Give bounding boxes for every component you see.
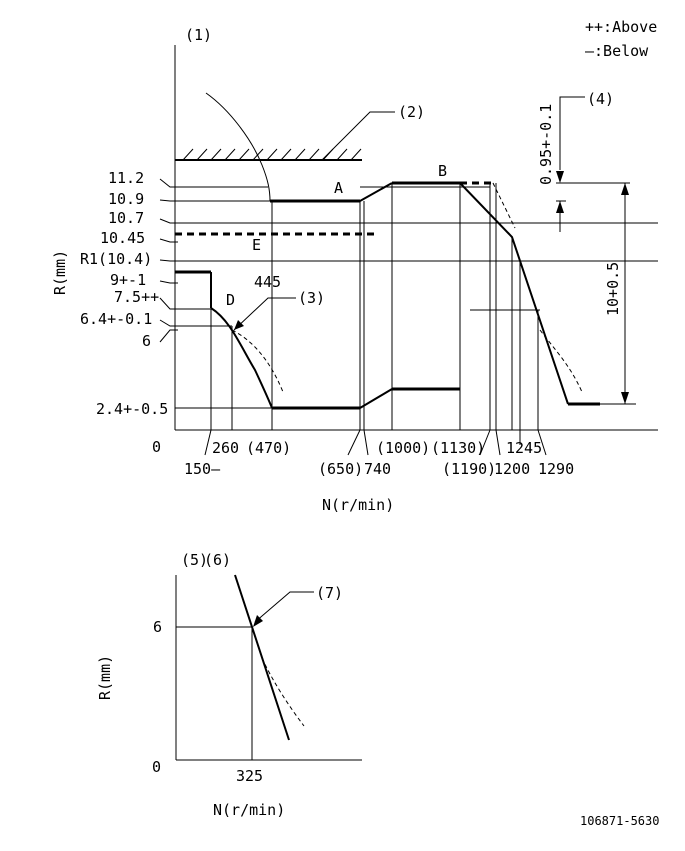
- y-tick-6: 6: [142, 332, 151, 350]
- main-x-ticks: 150— 260 (470) (650) 740 (1000) (1130) (…: [184, 429, 574, 478]
- callout-7-arrow: [253, 615, 263, 627]
- label-445: 445: [254, 273, 281, 291]
- main-y-ticks: 11.2 10.9 10.7 10.45 R1(10.4) 9+-1 7.5++…: [80, 169, 168, 418]
- sub-y-axis-label: R(mm): [96, 655, 114, 700]
- x-tick-740: 740: [364, 460, 391, 478]
- sub-x-axis-label: N(r/min): [213, 801, 285, 819]
- point-e: E: [252, 236, 261, 254]
- y-tick-leaders: [159, 178, 658, 409]
- sub-origin: 0: [152, 758, 161, 776]
- y-tick-11.2: 11.2: [108, 169, 144, 187]
- callout-7-leader: [254, 591, 314, 623]
- x-tick-650: (650): [318, 460, 363, 478]
- drawing-number: 106871-5630: [580, 814, 659, 828]
- sub-droop-line: [234, 574, 290, 741]
- y-tick-10.7: 10.7: [108, 209, 144, 227]
- callout-2-leader: [321, 111, 395, 161]
- legend-above: ++:Above: [585, 18, 657, 36]
- callout-4: (4): [587, 90, 614, 108]
- idle-curve: [210, 307, 273, 409]
- callout-3-leader: [233, 297, 296, 331]
- legend-below: —:Below: [585, 42, 649, 60]
- point-a: A: [334, 179, 343, 197]
- idle-dash-curve: [231, 329, 284, 393]
- callout-3: (3): [298, 289, 325, 307]
- x-tick-1000: (1000): [376, 439, 430, 457]
- main-y-axis-label: R(mm): [51, 250, 69, 295]
- governor-cutoff-line: [459, 182, 569, 405]
- y-tick-10.9: 10.9: [108, 190, 144, 208]
- governor-dash-lower: [539, 329, 583, 393]
- start-curve: [205, 92, 271, 202]
- x-tick-260: 260: [212, 439, 239, 457]
- x-tick-1130: (1130): [431, 439, 485, 457]
- callout-7: (7): [316, 584, 343, 602]
- idle-ramp: [359, 388, 393, 409]
- point-d: D: [226, 291, 235, 309]
- governor-dash-upper: [492, 182, 516, 229]
- main-origin: 0: [152, 438, 161, 456]
- y-tick-6.4: 6.4+-0.1: [80, 310, 152, 328]
- y-tick-7.5: 7.5++: [114, 288, 159, 306]
- x-verticals: [210, 183, 539, 430]
- point-b: B: [438, 162, 447, 180]
- y-tick-r1: R1(10.4): [80, 250, 152, 268]
- sub-x-tick-325: 325: [236, 767, 263, 785]
- x-tick-150: 150—: [184, 460, 221, 478]
- dimension-4: (4) 0.95+-0.1: [537, 90, 630, 232]
- callout-2: (2): [398, 103, 425, 121]
- y-tick-10.45: 10.45: [100, 229, 145, 247]
- x-tick-470: (470): [246, 439, 291, 457]
- main-x-axis-label: N(r/min): [322, 496, 394, 514]
- full-load-ramp: [359, 182, 393, 202]
- callout-3-arrow: [234, 320, 244, 330]
- x-tick-1245: 1245: [506, 439, 542, 457]
- callout-5: (5): [181, 551, 208, 569]
- y-tick-2.4: 2.4+-0.5: [96, 400, 168, 418]
- dim-10: 10+0.5: [604, 262, 622, 316]
- x-tick-1290: 1290: [538, 460, 574, 478]
- callout-1: (1): [185, 26, 212, 44]
- dim-0.95: 0.95+-0.1: [537, 104, 555, 185]
- sub-droop-dash: [261, 657, 305, 727]
- x-tick-1200: 1200: [494, 460, 530, 478]
- dimension-10: 10+0.5: [600, 183, 636, 405]
- sub-y-tick-6: 6: [153, 618, 162, 636]
- callout-6: (6): [204, 551, 231, 569]
- x-tick-1190: (1190): [442, 460, 496, 478]
- y-tick-9: 9+-1: [110, 271, 146, 289]
- stop-hatch: [175, 148, 362, 161]
